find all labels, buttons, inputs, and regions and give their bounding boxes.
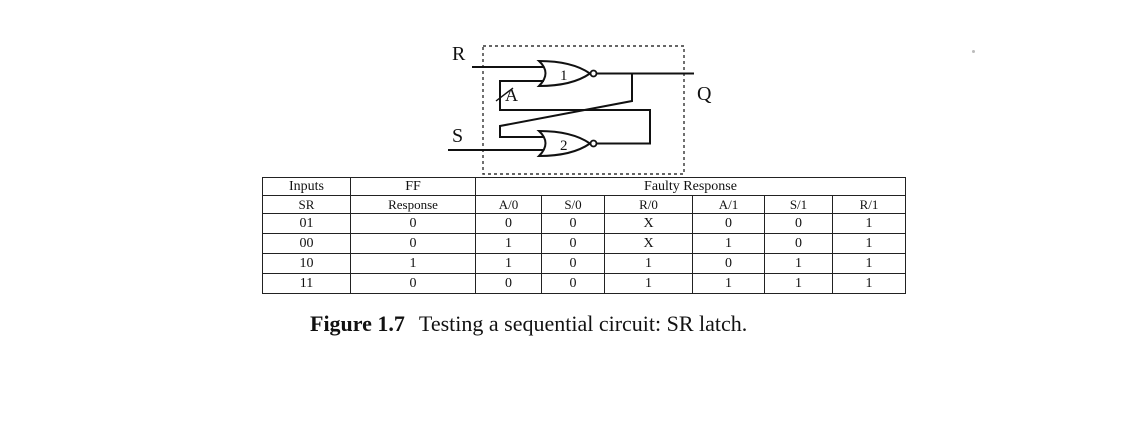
table-cell: 0 xyxy=(475,273,542,294)
inputs-header: Inputs xyxy=(262,177,351,196)
column-header: Response xyxy=(350,195,476,214)
column-header: R/0 xyxy=(604,195,693,214)
table-cell: 0 xyxy=(350,213,476,234)
table-cell: 1 xyxy=(475,233,542,254)
qbar-feedback-wire xyxy=(499,80,651,145)
table-cell: X xyxy=(604,233,693,254)
fault-response-table: Inputs FF Faulty Response SR Response A/… xyxy=(262,177,907,294)
table-cell: 1 xyxy=(692,233,765,254)
table-group-header-row: Inputs FF Faulty Response xyxy=(262,177,907,196)
column-header: S/1 xyxy=(764,195,833,214)
table-cell: 1 xyxy=(764,253,833,274)
table-cell: 00 xyxy=(262,233,351,254)
s-input-label: S xyxy=(452,125,463,147)
fault-site-a-label: A xyxy=(505,85,518,105)
table-cell: 11 xyxy=(262,273,351,294)
r-input-label: R xyxy=(452,43,466,65)
column-header: A/1 xyxy=(692,195,765,214)
table-cell: 1 xyxy=(475,253,542,274)
faulty-response-header: Faulty Response xyxy=(474,177,907,196)
table-cell: 0 xyxy=(541,233,605,254)
q-output-label: Q xyxy=(697,83,712,105)
table-cell: 0 xyxy=(764,233,833,254)
fault-site-a-marker xyxy=(495,87,514,102)
table-row: 11 0 0 0 1 1 1 1 xyxy=(262,273,907,294)
table-cell: 0 xyxy=(692,253,765,274)
q-feedback-wire xyxy=(499,73,633,138)
table-row: 01 0 0 0 X 0 0 1 xyxy=(262,213,907,234)
table-cell: 0 xyxy=(541,213,605,234)
figure-caption: Figure 1.7 Testing a sequential circuit: … xyxy=(310,311,747,337)
table-cell: 1 xyxy=(831,273,907,294)
table-sub-header-row: SR Response A/0 S/0 R/0 A/1 S/1 R/1 xyxy=(262,195,907,214)
table-cell: 0 xyxy=(764,213,833,234)
scan-speck xyxy=(972,50,975,53)
column-header: R/1 xyxy=(831,195,907,214)
table-cell: 1 xyxy=(604,253,693,274)
table-cell: 01 xyxy=(262,213,351,234)
table-cell: 0 xyxy=(475,213,542,234)
table-cell: 0 xyxy=(541,273,605,294)
gate-1-label: 1 xyxy=(560,68,568,84)
table-row: 00 0 1 0 X 1 0 1 xyxy=(262,233,907,254)
circuit-wires xyxy=(448,66,694,151)
table-cell: 0 xyxy=(350,273,476,294)
table-cell: 0 xyxy=(350,233,476,254)
table-cell: 1 xyxy=(831,253,907,274)
column-header: SR xyxy=(262,195,351,214)
gate-2-label: 2 xyxy=(560,138,568,154)
ff-header: FF xyxy=(350,177,476,196)
table-cell: 10 xyxy=(262,253,351,274)
figure-number: Figure 1.7 xyxy=(310,311,405,336)
table-row: 10 1 1 0 1 0 1 1 xyxy=(262,253,907,274)
table-cell: 1 xyxy=(831,233,907,254)
nor-gate-2-bubble xyxy=(589,139,598,148)
table-cell: X xyxy=(604,213,693,234)
nor-gate-1-bubble xyxy=(589,69,598,78)
table-cell: 0 xyxy=(541,253,605,274)
column-header: A/0 xyxy=(475,195,542,214)
figure-caption-text: Testing a sequential circuit: SR latch. xyxy=(418,311,748,336)
table-cell: 1 xyxy=(350,253,476,274)
nor-gate-1 xyxy=(536,59,592,88)
table-cell: 1 xyxy=(604,273,693,294)
table-cell: 1 xyxy=(692,273,765,294)
column-header: S/0 xyxy=(541,195,605,214)
latch-boundary-box xyxy=(482,45,685,175)
table-cell: 0 xyxy=(692,213,765,234)
table-cell: 1 xyxy=(764,273,833,294)
nor-gate-2 xyxy=(536,129,592,158)
table-cell: 1 xyxy=(831,213,907,234)
